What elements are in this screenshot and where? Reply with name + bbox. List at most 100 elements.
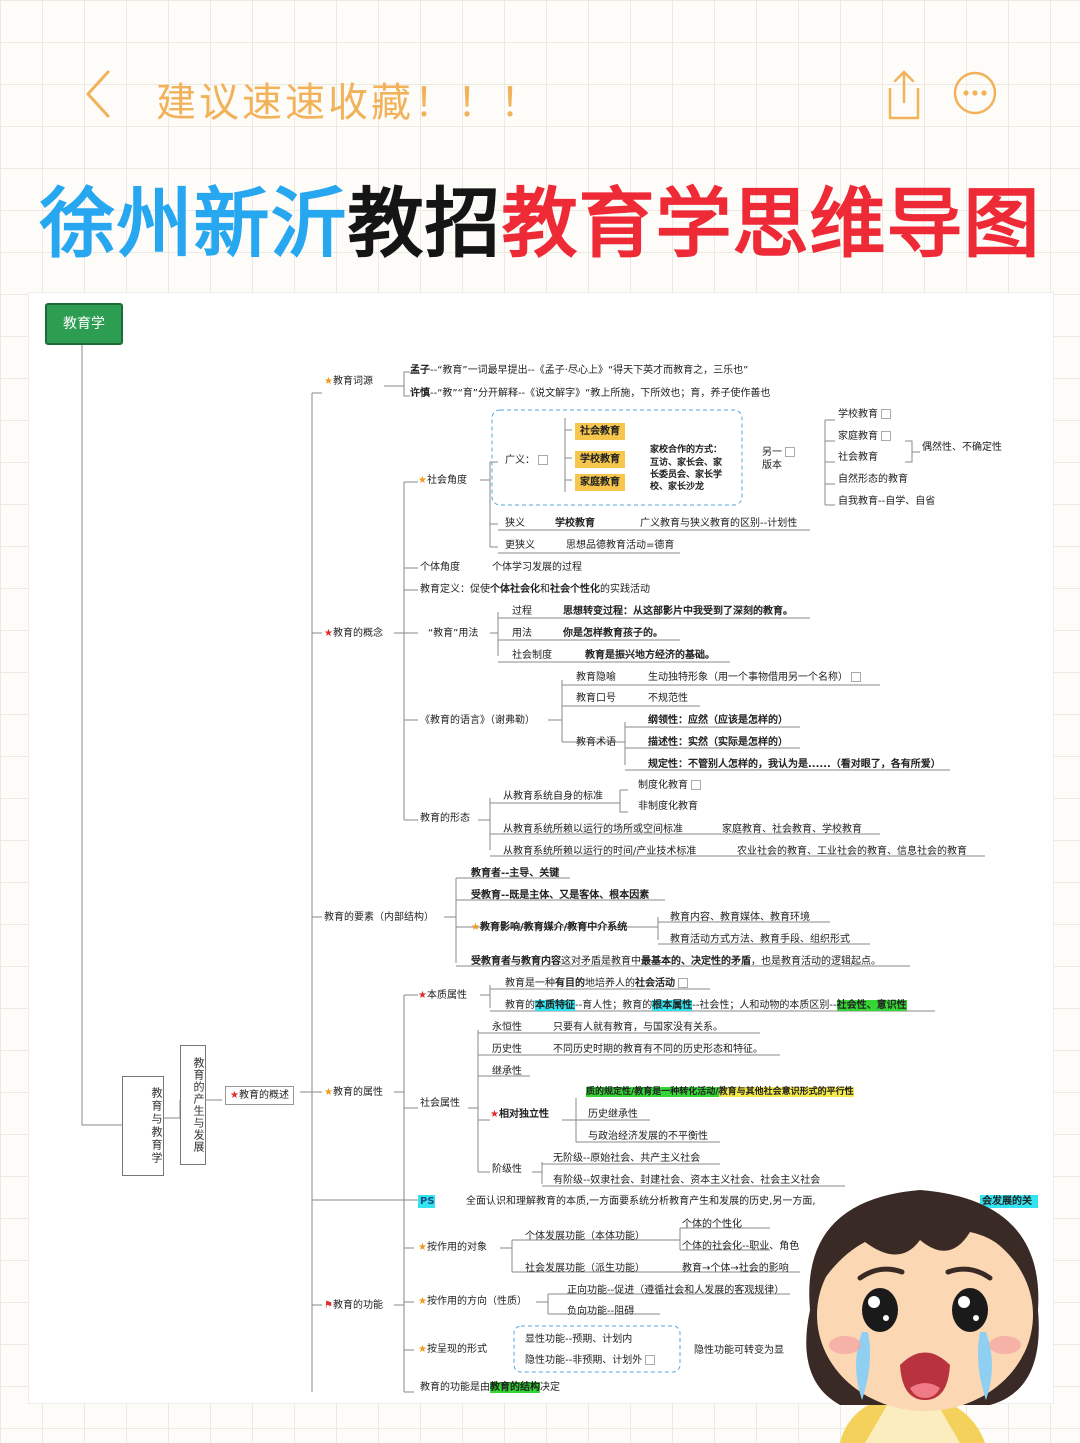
headline-exam: 教招 xyxy=(347,179,502,268)
node-home-school-cooperation: 家校合作的方式： xyxy=(650,445,723,455)
headline-subject: 教育学思维导图 xyxy=(501,179,1041,268)
independence-highlight: 质的规定性/教育是一种转化活动/教育与其他社会意识形式的平行性 xyxy=(586,1087,854,1097)
usage-system: 社会制度 xyxy=(512,650,552,661)
func-individual-personalization: 个体的个性化 xyxy=(682,1219,742,1230)
ps-text: 全面认识和理解教育的本质,一方面要系统分析教育产生和发展的历史,另一方面, xyxy=(466,1196,816,1207)
usage-process-example: 思想转变过程：从这部影片中我受到了深刻的教育。 xyxy=(563,606,793,617)
node-version: 版本 xyxy=(762,460,782,471)
form-standard-c-value: 农业社会的教育、工业社会的教育、信息社会的教育 xyxy=(737,846,967,857)
func-social-value: 教育→个体→社会的影响 xyxy=(682,1263,789,1274)
node-slogan: 教育口号 xyxy=(576,693,616,704)
node-broad-sense: 广义： xyxy=(505,454,548,467)
node-language-of-education: 《教育的语言》（谢弗勒） xyxy=(420,715,535,726)
list-social-education: 社会教育 xyxy=(838,452,878,463)
usage-system-example: 教育是振兴地方经济的基础。 xyxy=(585,650,715,661)
independence-imbalance: 与政治经济发展的不平衡性 xyxy=(588,1131,708,1142)
node-attributes[interactable]: ★教育的属性 xyxy=(324,1087,383,1098)
term-prescriptive: 规定性：不管别人怎样的，我认为是......（看对眼了，各有所爱） xyxy=(648,759,941,770)
share-icon[interactable] xyxy=(880,66,928,122)
ps-tail: 会发展的关 xyxy=(982,1196,1032,1207)
medium-content: 教育内容、教育媒体、教育环境 xyxy=(670,912,810,923)
usage-method: 用法 xyxy=(512,628,532,639)
attr-inheritance: 继承性 xyxy=(492,1066,522,1077)
list-school-education: 学校教育 xyxy=(838,408,891,421)
class-none: 无阶级--原始社会、共产主义社会 xyxy=(553,1153,701,1164)
node-definition: 教育定义：促使个体社会化和社会个性化的实践活动 xyxy=(420,584,650,595)
form-standard-c: 从教育系统所赖以运行的时间/产业技术标准 xyxy=(503,846,697,857)
form-standard-b-value: 家庭教育、社会教育、学校教育 xyxy=(722,824,862,835)
func-structure: 教育的功能是由教育的结构决定 xyxy=(420,1382,560,1393)
node-narrow-sense: 狭义 xyxy=(505,518,525,529)
node-xushen: 许慎--“教”“育”分开解释--《说文解字》“教上所施，下所效也；育，养子使作善… xyxy=(410,388,771,399)
node-etymology[interactable]: ★教育词源 xyxy=(324,376,373,387)
node-by-form[interactable]: ★按呈现的形式 xyxy=(418,1344,487,1355)
form-standard-a: 从教育系统自身的标准 xyxy=(503,791,603,802)
essence-line-2: 教育的本质特征--育人性；教育的根本属性--社会性；人和动物的本质区别--社会性… xyxy=(505,1000,907,1011)
narrow-value: 学校教育 xyxy=(555,518,595,529)
element-learner: 受教育--既是主体、又是客体、根本因素 xyxy=(471,890,650,901)
attr-eternal-value: 只要有人就有教育，与国家没有关系。 xyxy=(553,1022,723,1033)
list-self-education: 自我教育--自学、自省 xyxy=(838,496,936,507)
coop-line-1: 互访、家长会、家 xyxy=(650,458,723,468)
post-title: 建议速速收藏！！！ xyxy=(156,80,543,126)
metaphor-value: 生动独特形象（用一个事物借用另一个名称） xyxy=(648,671,861,684)
narrower-value: 思想品德教育活动=德育 xyxy=(566,540,675,551)
slogan-value: 不规范性 xyxy=(648,693,688,704)
form-institutional: 制度化教育 xyxy=(638,779,701,792)
node-essential-attribute[interactable]: ★本质属性 xyxy=(418,990,467,1001)
coop-line-3: 校、家长沙龙 xyxy=(650,482,705,492)
element-educator: 教育者--主导、关键 xyxy=(471,868,560,879)
node-origin-and-development[interactable]: 教育的产生与发展 xyxy=(180,1045,206,1165)
list-family-education: 家庭教育 xyxy=(838,430,891,443)
node-mengzi: 孟子--“教育”一词最早提出--《孟子·尽心上》“得天下英才而教育之，三乐也” xyxy=(410,365,749,376)
mindmap-root-node[interactable]: 教育学 xyxy=(45,303,123,345)
node-concept[interactable]: ★教育的概念 xyxy=(324,628,383,639)
element-medium: ★教育影响/教育媒介/教育中介系统 xyxy=(471,922,628,933)
node-overview[interactable]: ★教育的概述 xyxy=(225,1086,294,1105)
attr-relative-independence[interactable]: ★相对独立性 xyxy=(490,1109,549,1120)
chip-social-education: 社会教育 xyxy=(575,423,625,440)
chip-school-education: 学校教育 xyxy=(575,451,625,468)
more-options-icon[interactable] xyxy=(952,70,998,116)
node-social-attribute: 社会属性 xyxy=(420,1098,460,1109)
ps-tag: PS xyxy=(420,1196,435,1207)
individual-value: 个体学习发展的过程 xyxy=(492,562,582,573)
medium-method: 教育活动方式方法、教育手段、组织形式 xyxy=(670,934,850,945)
attr-class: 阶级性 xyxy=(492,1164,522,1175)
narrow-note: 广义教育与狭义教育的区别--计划性 xyxy=(640,518,798,529)
func-implicit: 隐性功能--非预期、计划外 xyxy=(525,1354,656,1367)
node-another-version: 另一 xyxy=(762,446,795,459)
func-explicit: 显性功能--预期、计划内 xyxy=(525,1334,633,1345)
func-conversion: 隐性功能可转变为显 xyxy=(694,1345,784,1356)
essence-line-1: 教育是一种有目的地培养人的社会活动 xyxy=(505,977,688,990)
func-individual-socialization: 个体的社会化--职业、角色 xyxy=(682,1241,800,1252)
usage-process: 过程 xyxy=(512,606,532,617)
chevron-left-icon[interactable] xyxy=(78,66,122,122)
node-functions[interactable]: ⚑教育的功能 xyxy=(324,1300,383,1311)
node-usage: “教育”用法 xyxy=(428,628,479,639)
term-descriptive: 描述性：实然（实际是怎样的） xyxy=(648,737,788,748)
list-natural-education: 自然形态的教育 xyxy=(838,474,908,485)
func-negative: 负向功能--阻碍 xyxy=(567,1306,635,1317)
element-contradiction: 受教育者与教育内容这对矛盾是教育中最基本的、决定性的矛盾，也是教育活动的逻辑起点… xyxy=(471,956,881,967)
form-non-institutional: 非制度化教育 xyxy=(638,801,698,812)
crying-girl-sticker xyxy=(806,1190,1039,1443)
attr-eternal: 永恒性 xyxy=(492,1022,522,1033)
term-programmatic: 纲领性：应然（应该是怎样的） xyxy=(648,715,788,726)
node-narrower-sense: 更狭义 xyxy=(505,540,535,551)
class-with: 有阶级--奴隶社会、封建社会、资本主义社会、社会主义社会 xyxy=(553,1175,821,1186)
headline-location: 徐州新沂 xyxy=(39,179,348,268)
node-terminology: 教育术语 xyxy=(576,737,616,748)
node-by-direction[interactable]: ★按作用的方向（性质） xyxy=(418,1296,527,1307)
node-by-object[interactable]: ★按作用的对象 xyxy=(418,1242,487,1253)
node-contingency: 偶然性、不确定性 xyxy=(922,442,1002,453)
headline: 徐州新沂教招教育学思维导图 xyxy=(0,162,1080,272)
form-standard-b: 从教育系统所赖以运行的场所或空间标准 xyxy=(503,824,683,835)
coop-line-2: 长委员会、家长学 xyxy=(650,470,723,480)
node-elements[interactable]: 教育的要素（内部结构） xyxy=(324,912,434,923)
independence-inheritance: 历史继承性 xyxy=(588,1109,638,1120)
node-social-perspective[interactable]: ★社会角度 xyxy=(418,475,467,486)
node-individual-perspective: 个体角度 xyxy=(420,562,460,573)
node-education-and-pedagogy[interactable]: 教育与教育学 xyxy=(122,1076,164,1176)
